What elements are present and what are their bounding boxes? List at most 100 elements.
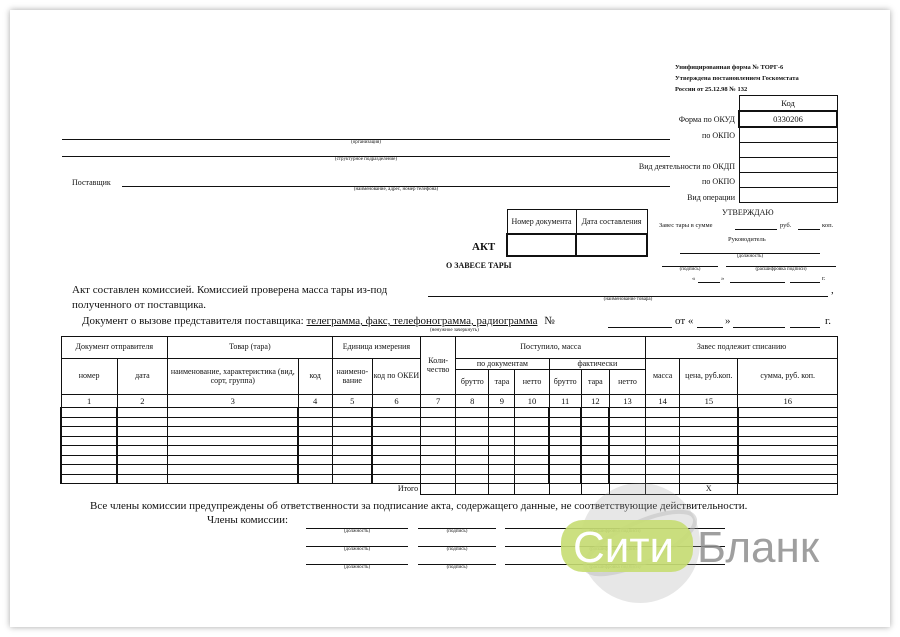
table-cell[interactable] bbox=[331, 464, 373, 475]
total-netto-2[interactable] bbox=[608, 483, 647, 495]
total-qty[interactable] bbox=[420, 483, 457, 495]
table-cell[interactable] bbox=[455, 407, 490, 418]
total-tara-2[interactable] bbox=[580, 483, 610, 495]
table-cell[interactable] bbox=[488, 416, 516, 427]
total-tara-1[interactable] bbox=[488, 483, 516, 495]
approve-decode-line[interactable] bbox=[726, 266, 836, 267]
table-cell[interactable] bbox=[371, 416, 422, 427]
table-cell[interactable] bbox=[645, 454, 681, 465]
table-cell[interactable] bbox=[297, 454, 333, 465]
table-cell[interactable] bbox=[166, 464, 299, 475]
table-cell[interactable] bbox=[331, 473, 373, 484]
table-cell[interactable] bbox=[580, 435, 610, 446]
member-position-line[interactable] bbox=[306, 546, 408, 547]
table-cell[interactable] bbox=[116, 435, 168, 446]
table-cell[interactable] bbox=[548, 454, 582, 465]
table-cell[interactable] bbox=[166, 416, 299, 427]
line3-underlined[interactable]: телеграмма, факс, телефонограмма, радиог… bbox=[306, 315, 538, 327]
table-cell[interactable] bbox=[736, 416, 838, 427]
member-sign-line[interactable] bbox=[418, 546, 496, 547]
table-cell[interactable] bbox=[736, 426, 838, 437]
table-cell[interactable] bbox=[679, 454, 739, 465]
approve-year-line[interactable] bbox=[790, 282, 820, 283]
table-cell[interactable] bbox=[645, 407, 681, 418]
table-cell[interactable] bbox=[166, 407, 299, 418]
table-cell[interactable] bbox=[420, 407, 457, 418]
supplier-line[interactable] bbox=[122, 186, 670, 187]
table-cell[interactable] bbox=[455, 426, 490, 437]
table-cell[interactable] bbox=[679, 407, 739, 418]
year-line[interactable] bbox=[790, 327, 820, 328]
total-brutto-1[interactable] bbox=[455, 483, 490, 495]
table-cell[interactable] bbox=[331, 416, 373, 427]
table-cell[interactable] bbox=[488, 407, 516, 418]
table-cell[interactable] bbox=[608, 454, 647, 465]
table-cell[interactable] bbox=[645, 464, 681, 475]
table-cell[interactable] bbox=[548, 464, 582, 475]
table-cell[interactable] bbox=[59, 407, 118, 418]
member-position-line[interactable] bbox=[306, 564, 408, 565]
table-cell[interactable] bbox=[488, 473, 516, 484]
table-cell[interactable] bbox=[371, 464, 422, 475]
table-cell[interactable] bbox=[736, 445, 838, 456]
table-cell[interactable] bbox=[608, 464, 647, 475]
table-cell[interactable] bbox=[59, 473, 118, 484]
table-cell[interactable] bbox=[331, 445, 373, 456]
table-cell[interactable] bbox=[736, 454, 838, 465]
okud-value[interactable]: 0330206 bbox=[738, 110, 838, 128]
table-cell[interactable] bbox=[679, 445, 739, 456]
table-cell[interactable] bbox=[331, 454, 373, 465]
doc-number-cell[interactable] bbox=[506, 232, 577, 257]
table-cell[interactable] bbox=[736, 464, 838, 475]
table-cell[interactable] bbox=[116, 416, 168, 427]
table-cell[interactable] bbox=[297, 435, 333, 446]
member-sign-line[interactable] bbox=[418, 528, 496, 529]
blank-code[interactable] bbox=[738, 142, 838, 158]
table-cell[interactable] bbox=[580, 464, 610, 475]
table-cell[interactable] bbox=[297, 407, 333, 418]
total-sum[interactable] bbox=[737, 483, 838, 495]
table-cell[interactable] bbox=[297, 426, 333, 437]
member-position-line[interactable] bbox=[306, 528, 408, 529]
table-cell[interactable] bbox=[548, 407, 582, 418]
table-cell[interactable] bbox=[514, 407, 550, 418]
table-cell[interactable] bbox=[455, 464, 490, 475]
table-cell[interactable] bbox=[420, 426, 457, 437]
okpo-value[interactable] bbox=[738, 126, 838, 143]
table-cell[interactable] bbox=[455, 445, 490, 456]
table-cell[interactable] bbox=[116, 407, 168, 418]
table-cell[interactable] bbox=[548, 416, 582, 427]
table-cell[interactable] bbox=[514, 426, 550, 437]
doc-date-cell[interactable] bbox=[575, 232, 648, 257]
table-cell[interactable] bbox=[59, 464, 118, 475]
table-cell[interactable] bbox=[679, 416, 739, 427]
approve-rub-line[interactable] bbox=[735, 229, 777, 230]
table-cell[interactable] bbox=[645, 445, 681, 456]
table-cell[interactable] bbox=[371, 473, 422, 484]
table-cell[interactable] bbox=[371, 445, 422, 456]
approve-position-line[interactable] bbox=[680, 253, 820, 254]
table-cell[interactable] bbox=[116, 454, 168, 465]
table-cell[interactable] bbox=[514, 454, 550, 465]
okpo2-value[interactable] bbox=[738, 172, 838, 188]
table-cell[interactable] bbox=[297, 416, 333, 427]
table-cell[interactable] bbox=[736, 407, 838, 418]
table-cell[interactable] bbox=[548, 426, 582, 437]
table-cell[interactable] bbox=[580, 454, 610, 465]
table-cell[interactable] bbox=[679, 426, 739, 437]
table-cell[interactable] bbox=[420, 416, 457, 427]
table-cell[interactable] bbox=[608, 426, 647, 437]
table-cell[interactable] bbox=[331, 426, 373, 437]
table-cell[interactable] bbox=[488, 435, 516, 446]
table-cell[interactable] bbox=[548, 445, 582, 456]
table-cell[interactable] bbox=[580, 445, 610, 456]
table-cell[interactable] bbox=[645, 426, 681, 437]
table-cell[interactable] bbox=[455, 416, 490, 427]
doc-no-line[interactable] bbox=[608, 327, 672, 328]
table-cell[interactable] bbox=[608, 407, 647, 418]
total-netto-1[interactable] bbox=[514, 483, 550, 495]
table-cell[interactable] bbox=[580, 416, 610, 427]
table-cell[interactable] bbox=[297, 445, 333, 456]
table-cell[interactable] bbox=[488, 454, 516, 465]
approve-month-line[interactable] bbox=[730, 282, 785, 283]
